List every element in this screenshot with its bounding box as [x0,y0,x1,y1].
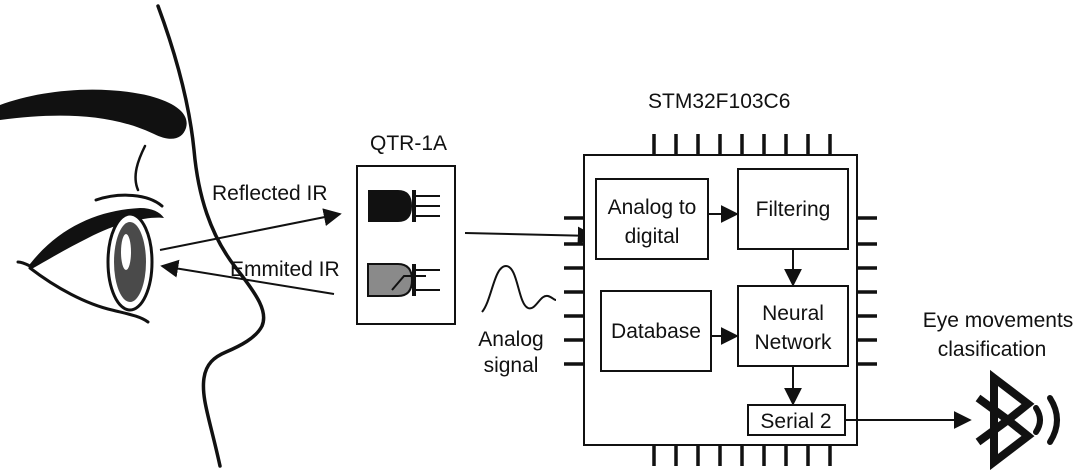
pupil-highlight [121,234,131,270]
serial-block-label: Serial 2 [760,410,831,433]
emitted-ir-arrow [160,259,335,295]
wireless-waves-icon [1033,395,1060,445]
mcu-title: STM32F103C6 [648,90,790,113]
adc-block-label-line1: Analog to [608,196,697,219]
upper-eyelid-shape [30,208,164,270]
neural-network-label-line2: Network [754,331,832,354]
filtering-block [737,168,849,250]
eyelid-crease-line [94,193,164,208]
adc-block [595,178,709,260]
analog-signal-label-line2: signal [484,354,539,377]
eyebrow-shape [0,89,187,139]
output-label-line1: Eye movements [923,309,1074,332]
analog-signal-label-line1: Analog [478,328,543,351]
filtering-block-label: Filtering [756,198,831,221]
sensor-title: QTR-1A [370,132,447,155]
analog-wave-icon [481,264,557,313]
sensor-to-adc-arrow [464,226,596,245]
mcu-pins-bottom [652,445,832,466]
lower-eyelid-line [28,266,150,324]
output-label-line2: clasification [938,338,1047,361]
database-block [600,290,712,372]
neural-network-label-line1: Neural [762,302,824,325]
photodetector-icon [368,190,440,222]
mcu-pins-left [564,216,584,366]
eye-profile-icon [0,4,266,468]
bluetooth-icon [975,369,1035,470]
brow-crease-line [134,144,147,192]
database-block-label: Database [611,320,701,343]
mcu-pins-right [857,216,877,366]
neural-network-block [737,285,849,367]
face-profile-line [156,4,266,468]
emitted-ir-label: Emmited IR [230,258,340,281]
ir-emitter-icon [367,263,440,297]
reflected-ir-label: Reflected IR [212,182,328,205]
serial-block [747,404,846,436]
reflected-ir-arrow [159,208,342,251]
mcu-pins-top [652,134,832,155]
sensor-board [356,165,456,325]
eyelash-line [16,260,32,268]
adc-block-label-line2: digital [625,225,680,248]
